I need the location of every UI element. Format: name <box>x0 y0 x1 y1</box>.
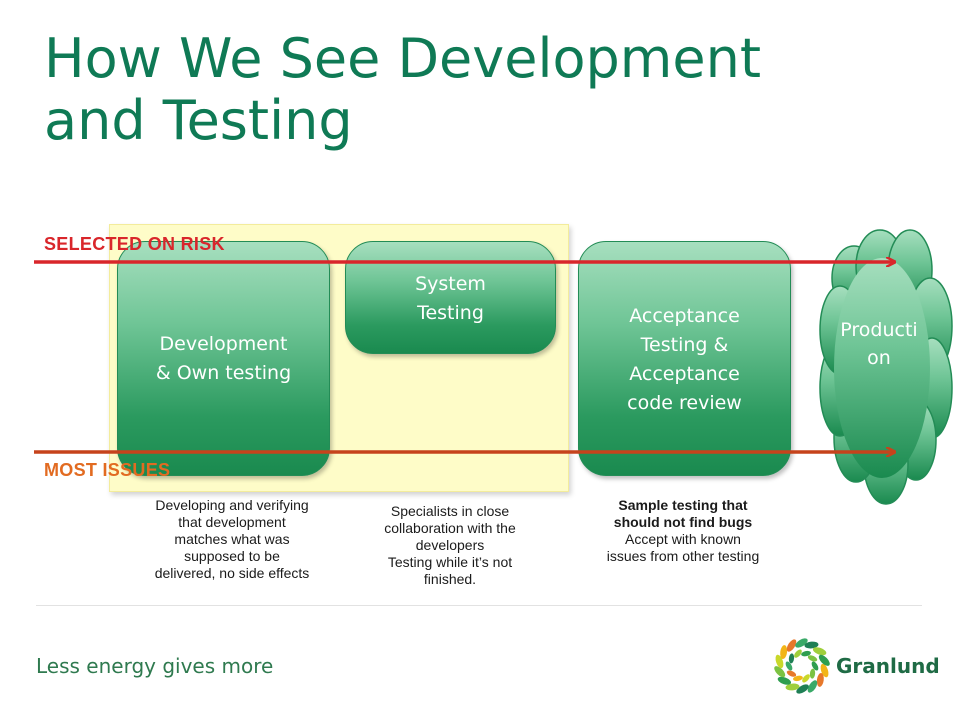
lane-label-selected-on-risk: SELECTED ON RISK <box>44 234 225 254</box>
logo-petal <box>807 680 818 693</box>
desc-sys-line: Specialists in close <box>390 503 510 519</box>
stage-system-line-2: Testing <box>417 302 484 324</box>
stage-system-line-1: System <box>415 273 486 295</box>
description-acceptance: Sample testing that should not find bugs… <box>588 497 778 565</box>
desc-acc-line: Accept with known <box>625 531 741 547</box>
desc-dev-line: matches what was <box>174 531 290 547</box>
description-development: Developing and verifying that developmen… <box>134 497 330 582</box>
desc-sys-line: developers <box>415 537 485 553</box>
stage-acceptance-line-4: code review <box>627 392 742 414</box>
stage-acceptance: Acceptance Testing & Acceptance code rev… <box>578 241 791 476</box>
logo-petal <box>807 655 818 662</box>
title-line-2: and Testing <box>44 89 353 152</box>
production-cloud <box>819 229 953 505</box>
logo-petal <box>795 638 808 648</box>
stage-development-line-2: & Own testing <box>155 361 292 384</box>
logo-petal <box>785 661 793 671</box>
stage-acceptance-line-2: Testing & <box>640 334 729 356</box>
desc-acc-bold-line: should not find bugs <box>613 514 753 530</box>
logo-petal <box>801 650 811 657</box>
logo-petal <box>793 675 803 682</box>
desc-sys-line: Testing while it’s not <box>387 554 513 570</box>
stage-acceptance-line-3: Acceptance <box>629 363 740 385</box>
logo-petal <box>786 639 797 652</box>
logo-petal <box>812 647 827 656</box>
description-system-testing: Specialists in close collaboration with … <box>360 503 540 588</box>
desc-sys-line: collaboration with the <box>384 520 516 536</box>
logo-petal <box>811 661 819 671</box>
logo-petal <box>816 672 824 687</box>
logo-petal <box>802 674 810 683</box>
desc-dev-line: Developing and verifying <box>155 497 309 513</box>
desc-dev-line: that development <box>178 514 286 530</box>
lane-label-most-issues: MOST ISSUES <box>44 460 171 480</box>
desc-sys-line: finished. <box>423 571 477 587</box>
desc-dev-line: delivered, no side effects <box>154 565 310 581</box>
logo-petal <box>785 683 800 691</box>
stage-system-testing: System Testing <box>345 241 556 354</box>
logo-petal <box>777 676 792 685</box>
title-line-1: How We See Development <box>44 27 762 90</box>
brand-name: Granlund <box>836 654 940 678</box>
logo-petal <box>780 645 788 660</box>
granlund-logo-icon <box>774 638 830 694</box>
logo-petal <box>786 670 797 677</box>
stage-development: Development & Own testing <box>117 241 330 476</box>
logo-petal <box>788 653 795 664</box>
desc-acc-line: issues from other testing <box>606 548 760 564</box>
logo-petal <box>804 641 819 649</box>
stage-acceptance-line-1: Acceptance <box>629 305 740 327</box>
footer-divider <box>36 605 922 606</box>
logo-petal <box>818 654 830 666</box>
desc-dev-line: supposed to be <box>184 548 280 564</box>
footer-tagline: Less energy gives more <box>36 654 274 678</box>
production-label: Production <box>840 319 918 369</box>
stage-development-line-1: Development <box>159 332 288 355</box>
logo-petal <box>774 666 786 678</box>
logo-petal <box>794 649 802 658</box>
logo-petal <box>809 668 816 679</box>
slide-title: How We See Development and Testing <box>44 28 924 152</box>
logo-petal <box>796 684 809 694</box>
desc-acc-bold-line: Sample testing that <box>618 497 748 513</box>
